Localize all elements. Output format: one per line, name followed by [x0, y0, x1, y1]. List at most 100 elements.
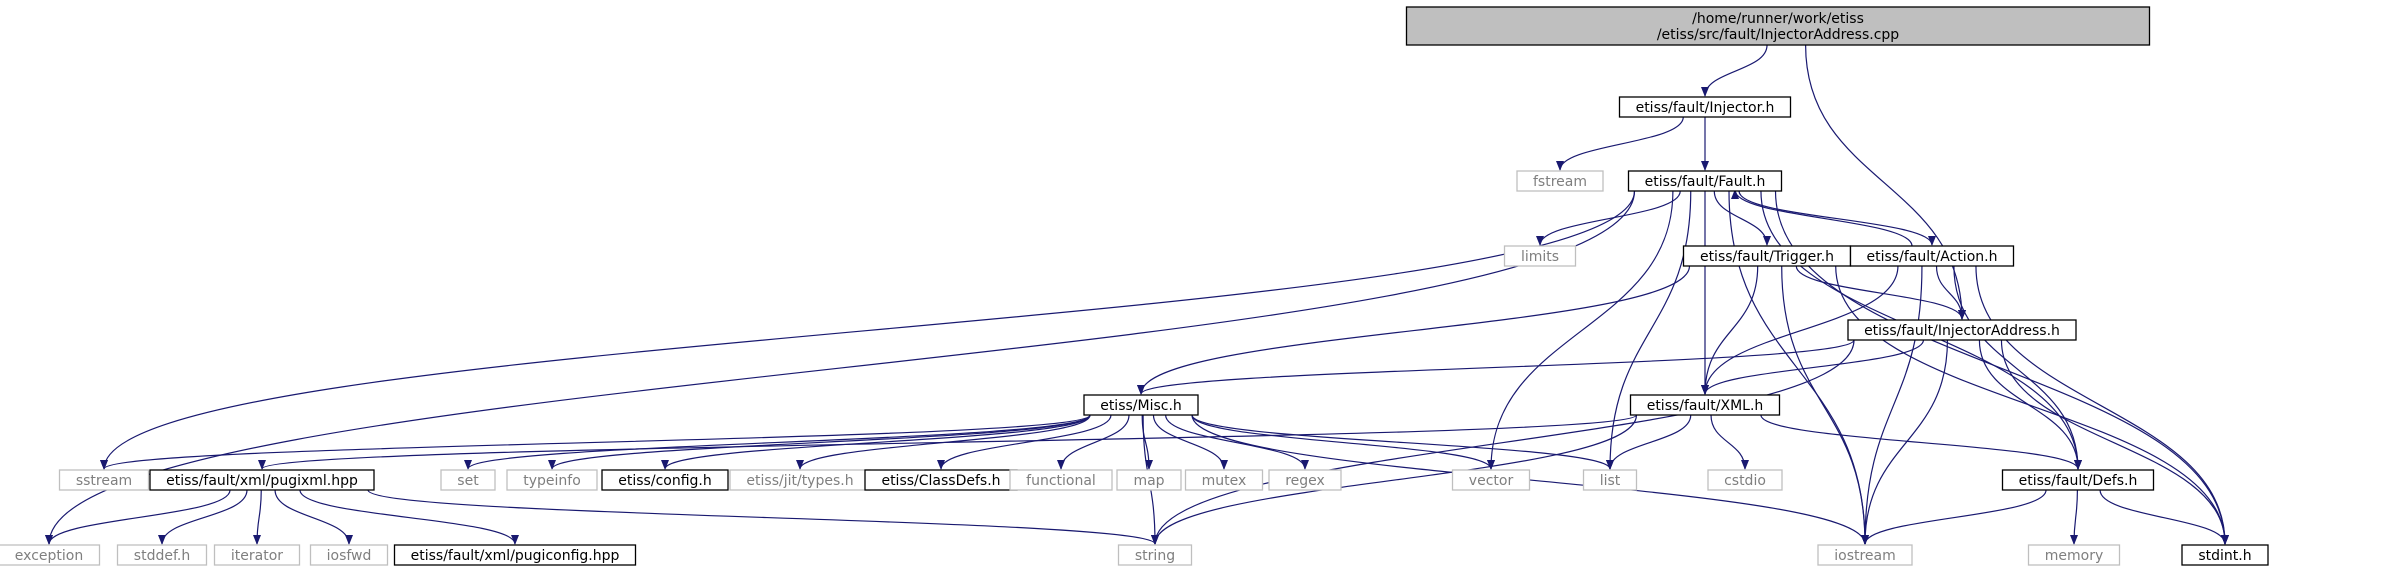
include-edge-pugixml-to-pugiconfig	[299, 489, 519, 545]
node-box	[1618, 96, 1792, 118]
graph-node-config[interactable]: etiss/config.h	[601, 469, 729, 491]
edge-line	[274, 489, 353, 545]
include-edge-xml-to-string	[1151, 414, 1638, 545]
graph-node-misc[interactable]: etiss/Misc.h	[1083, 394, 1199, 416]
edge-line	[1935, 265, 1966, 320]
include-edge-fault-to-stdint	[1774, 190, 2229, 545]
node-box	[213, 544, 301, 566]
include-edge-action-to-injaddr	[1935, 265, 1966, 320]
edge-line	[1713, 190, 1771, 246]
graph-node-exception[interactable]: exception	[0, 544, 101, 566]
edge-line	[1953, 265, 2082, 470]
graph-node-pugixml[interactable]: etiss/fault/xml/pugixml.hpp	[149, 469, 375, 491]
graph-node-limits[interactable]: limits	[1503, 245, 1577, 267]
graph-node-set[interactable]: set	[440, 469, 496, 491]
include-edge-fault-to-vector	[1487, 190, 1674, 470]
node-box	[601, 469, 729, 491]
node-label: memory	[2045, 548, 2104, 564]
graph-node-stdint[interactable]: stdint.h	[2181, 544, 2269, 566]
node-label: cstdio	[1724, 473, 1766, 489]
edge-line	[100, 414, 1091, 470]
include-edge-action-to-iostream	[1861, 265, 1923, 545]
graph-node-cstdio[interactable]: cstdio	[1707, 469, 1783, 491]
graph-node-memory[interactable]: memory	[2027, 544, 2121, 566]
include-edge-pugixml-to-exception	[45, 489, 231, 545]
node-label: etiss/fault/Action.h	[1867, 249, 1998, 265]
graph-node-iostream[interactable]: iostream	[1817, 544, 1913, 566]
node-label: etiss/ClassDefs.h	[881, 473, 1000, 489]
graph-node-jittypes[interactable]: etiss/jit/types.h	[729, 469, 871, 491]
node-box	[1817, 544, 1913, 566]
edge-line	[1781, 265, 1869, 545]
edge-line	[1795, 265, 1966, 320]
graph-node-root[interactable]: /home/runner/work/etiss/etiss/src/fault/…	[1405, 6, 2151, 46]
include-edge-action-to-fault	[1731, 189, 1913, 247]
graph-node-mutex[interactable]: mutex	[1184, 469, 1264, 491]
edge-line	[1057, 414, 1130, 470]
graph-node-regex[interactable]: regex	[1268, 469, 1342, 491]
graph-node-vector[interactable]: vector	[1451, 469, 1531, 491]
node-label: /etiss/src/fault/InjectorAddress.cpp	[1657, 27, 1899, 43]
include-edge-misc-to-set	[464, 414, 1091, 470]
node-label: etiss/jit/types.h	[746, 473, 853, 489]
edge-line	[1728, 190, 1869, 545]
graph-node-iosfwd[interactable]: iosfwd	[309, 544, 389, 566]
include-edge-injaddr-to-misc	[1137, 339, 1855, 395]
edge-line	[1760, 414, 2082, 470]
graph-node-stddef[interactable]: stddef.h	[116, 544, 208, 566]
graph-node-map[interactable]: map	[1116, 469, 1182, 491]
node-label: sstream	[76, 473, 132, 489]
include-edge-fault-to-list	[1606, 190, 1692, 470]
node-box	[1083, 394, 1199, 416]
graph-node-pugiconfig[interactable]: etiss/fault/xml/pugiconfig.hpp	[393, 544, 637, 566]
graph-node-iterator[interactable]: iterator	[213, 544, 301, 566]
graph-node-injector[interactable]: etiss/fault/Injector.h	[1618, 96, 1792, 118]
graph-node-string[interactable]: string	[1117, 544, 1193, 566]
edge-line	[158, 489, 248, 545]
graph-node-classdefs[interactable]: etiss/ClassDefs.h	[864, 469, 1018, 491]
node-box	[1516, 170, 1604, 192]
node-box	[1117, 544, 1193, 566]
node-label: stddef.h	[134, 548, 190, 564]
node-box	[1503, 245, 1577, 267]
node-box	[1849, 245, 2015, 267]
graph-node-defs[interactable]: etiss/fault/Defs.h	[2001, 469, 2155, 491]
graph-node-list[interactable]: list	[1582, 469, 1638, 491]
edge-line	[1152, 414, 1228, 470]
node-box	[149, 469, 375, 491]
graph-node-functional[interactable]: functional	[1009, 469, 1113, 491]
graph-node-typeinfo[interactable]: typeinfo	[506, 469, 598, 491]
graph-node-fstream[interactable]: fstream	[1516, 170, 1604, 192]
node-label: iostream	[1834, 548, 1896, 564]
graph-node-sstream[interactable]: sstream	[58, 469, 150, 491]
edge-line	[45, 489, 231, 545]
edge-layer	[45, 44, 2229, 545]
graph-node-fault[interactable]: etiss/fault/Fault.h	[1627, 170, 1783, 192]
edge-line	[1701, 339, 1925, 395]
node-label: etiss/config.h	[618, 473, 711, 489]
include-edge-pugixml-to-iterator	[253, 489, 262, 545]
graph-node-trigger[interactable]: etiss/fault/Trigger.h	[1682, 245, 1852, 267]
edge-line	[1606, 414, 1692, 470]
graph-node-xml[interactable]: etiss/fault/XML.h	[1629, 394, 1781, 416]
edge-line	[1731, 189, 1913, 247]
edge-line	[1710, 414, 1749, 470]
node-label: fstream	[1533, 174, 1587, 190]
node-box	[506, 469, 598, 491]
node-label: iosfwd	[327, 548, 372, 564]
edge-line	[937, 414, 1112, 470]
node-label: regex	[1285, 473, 1325, 489]
include-edge-action-to-defs	[1953, 265, 2082, 470]
edge-line	[258, 414, 1638, 470]
include-edge-fault-to-limits	[1536, 190, 1681, 246]
edge-line	[1151, 414, 1638, 545]
include-edge-pugixml-to-stddef	[158, 489, 248, 545]
node-label: etiss/fault/xml/pugixml.hpp	[166, 473, 358, 489]
node-label: etiss/fault/Injector.h	[1636, 100, 1775, 116]
graph-node-injaddr[interactable]: etiss/fault/InjectorAddress.h	[1847, 319, 2077, 341]
edge-line	[464, 414, 1091, 470]
graph-node-action[interactable]: etiss/fault/Action.h	[1849, 245, 2015, 267]
include-edge-trigger-to-misc	[1137, 265, 1691, 395]
node-label: functional	[1026, 473, 1096, 489]
edge-line	[253, 489, 262, 545]
